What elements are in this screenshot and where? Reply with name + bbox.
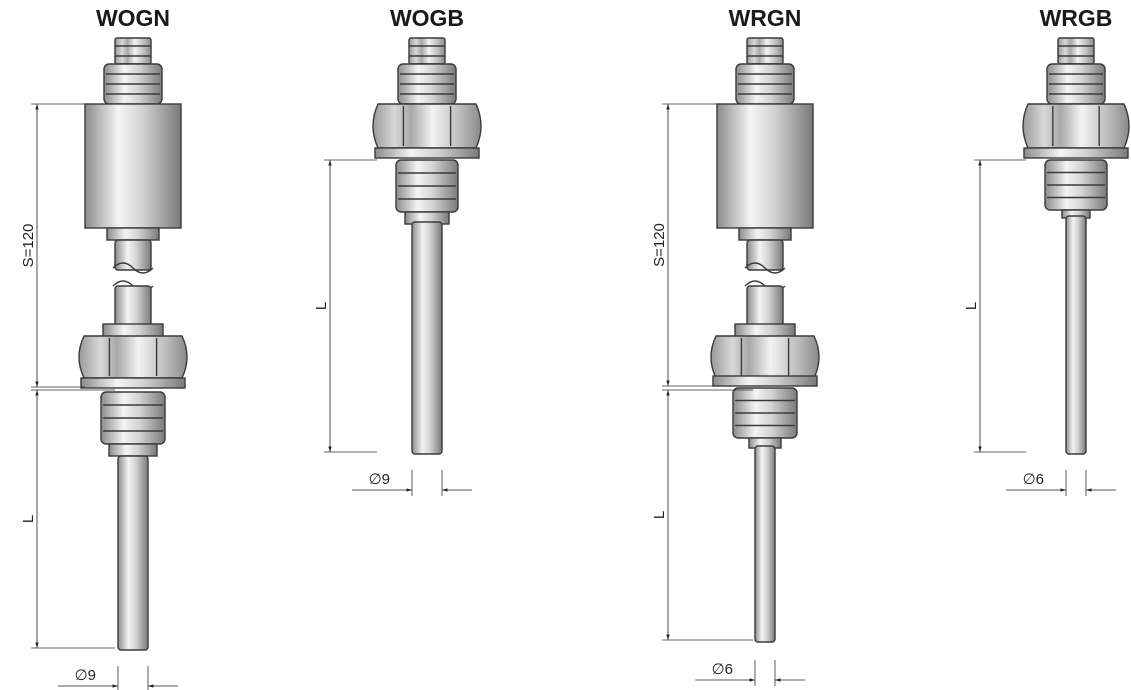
- title-wrgb: WRGB: [1040, 5, 1113, 31]
- dimension-s-label: S=120: [20, 224, 37, 268]
- dimension-l-label: L: [20, 515, 37, 523]
- drawing-wogb: WOGB L ∅9: [313, 5, 482, 496]
- head-housing: [84, 103, 182, 229]
- fitting-taper: [108, 443, 158, 457]
- hex-cap: [408, 37, 446, 65]
- union-nut: [710, 335, 820, 379]
- upper-shaft: [746, 239, 784, 271]
- dimension-diameter-label: ∅6: [712, 661, 733, 678]
- union-washer: [712, 375, 818, 387]
- head-housing: [716, 103, 814, 229]
- union-nut: [372, 103, 482, 149]
- dimension-l-label: L: [963, 302, 980, 310]
- dimension-diameter-label: ∅6: [1023, 471, 1044, 488]
- hex-cap: [1057, 37, 1095, 65]
- dimension-l-label: L: [651, 511, 668, 519]
- title-wrgn: WRGN: [729, 5, 802, 31]
- dimension-diameter-label: ∅9: [75, 667, 96, 684]
- probe-tube: [411, 221, 443, 455]
- break-line: [112, 262, 154, 274]
- probe-tube: [754, 445, 776, 643]
- drawing-wrgb: WRGB L ∅6: [963, 5, 1130, 496]
- union-nut: [1022, 103, 1130, 149]
- hex-cap: [114, 37, 152, 65]
- title-wogb: WOGB: [390, 5, 464, 31]
- housing-collar: [106, 227, 160, 241]
- break-line: [744, 262, 786, 274]
- title-wogn: WOGN: [96, 5, 170, 31]
- dimension-s-label: S=120: [651, 223, 668, 267]
- probe-tube: [1065, 215, 1087, 455]
- union-washer: [374, 147, 480, 159]
- dimension-l-label: L: [313, 302, 330, 310]
- union-nut: [78, 335, 188, 379]
- dimension-diameter-label: ∅9: [369, 471, 390, 488]
- hex-cap: [746, 37, 784, 65]
- probe-tube: [117, 455, 149, 651]
- union-washer: [1023, 147, 1129, 159]
- upper-shaft: [114, 239, 152, 271]
- housing-collar: [738, 227, 792, 241]
- union-washer: [80, 377, 186, 389]
